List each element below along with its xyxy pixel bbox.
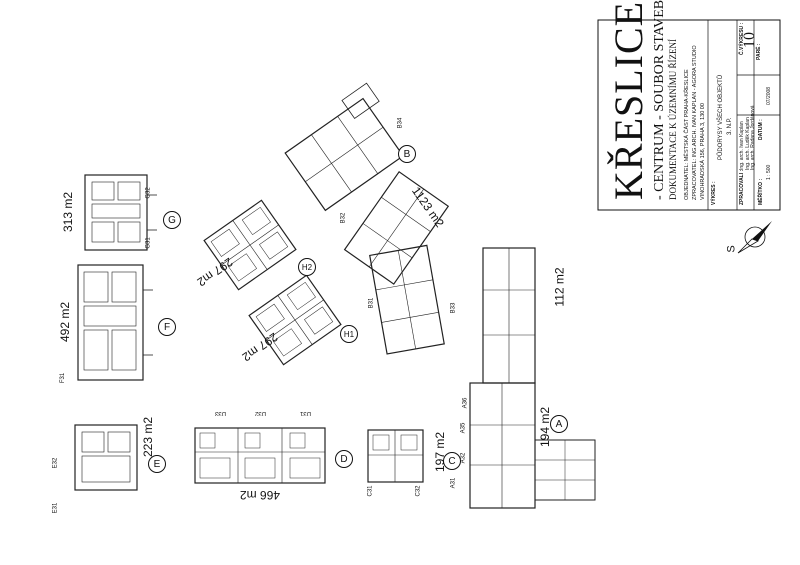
title-block-frame (597, 19, 781, 211)
floor-label: 3. N.P. (727, 117, 733, 135)
unit-tag-b31: B31 (368, 297, 375, 309)
building-marker-f: F (158, 318, 176, 336)
building-marker-h2: H2 (298, 258, 316, 276)
area-building-a: 194 m2 (538, 406, 553, 448)
unit-tag-d31: D31 (300, 410, 312, 416)
address-line: VINOHRADSKÁ 156, PRAHA 3, 130 00 (700, 103, 706, 200)
scale-label: MĚŘÍTKO : (758, 178, 764, 205)
unit-tag-b33: B33 (450, 302, 457, 314)
building-marker-d: D (335, 450, 353, 468)
building-h1-plan (248, 274, 342, 366)
document-type: DOKUMENTACE K ÚZEMNÍMU ŘÍZENÍ (668, 38, 678, 200)
unit-tag-e31: E31 (52, 502, 59, 514)
client-line: OBJEDNATEL: MĚSTSKÁ ČÁST PRAHA-KŘESLICE (684, 69, 690, 200)
unit-tag-e32: E32 (52, 457, 59, 469)
team-member-3: Ing. arch. Radana Jordánová (750, 105, 756, 171)
sheet-label: PARÉ : (756, 43, 762, 60)
unit-tag-a36: A36 (462, 397, 469, 409)
date-label: DATUM : (758, 119, 764, 140)
area-building-a-wing: 112 m2 (552, 267, 567, 307)
drawing-name: PŮDORYSY VŠECH OBJEKTŮ (718, 74, 724, 160)
scale-value: 1 : 500 (766, 164, 772, 180)
building-g-plan (84, 174, 157, 251)
unit-tag-a35: A35 (460, 422, 467, 434)
north-arrow-label: S (725, 245, 738, 253)
unit-tag-c32: C32 (415, 485, 422, 497)
building-marker-a: A (550, 415, 568, 433)
project-title: KŘESLICE (606, 0, 651, 200)
unit-tag-d32: D32 (255, 410, 267, 416)
building-marker-g: G (163, 211, 181, 229)
building-f-plan (77, 264, 153, 381)
designer-line: ZPRACOVATEL: ING.ARCH. IVAN KAPLAN - AGO… (692, 45, 698, 200)
building-h2-plan (203, 199, 297, 291)
building-marker-c: C (443, 452, 461, 470)
building-d-plan (194, 427, 326, 484)
building-marker-e: E (148, 455, 166, 473)
unit-tag-d33: D33 (215, 410, 227, 416)
team-label: ZPRACOVALI : (739, 169, 745, 205)
building-marker-h1: H1 (340, 325, 358, 343)
date-value: 07/2008 (766, 86, 772, 105)
area-building-e: 223 m2 (141, 416, 156, 458)
unit-tag-b32: B32 (340, 212, 347, 224)
building-a-plan (469, 247, 596, 509)
unit-tag-b34: B34 (397, 117, 404, 129)
north-arrow-icon (737, 221, 772, 254)
area-building-c: 197 m2 (433, 431, 448, 473)
unit-tag-c31: C31 (367, 485, 374, 497)
area-building-f: 492 m2 (58, 301, 73, 343)
building-c-plan (367, 429, 424, 483)
area-building-d: 466 m2 (240, 488, 281, 502)
unit-tag-g31: G31 (145, 237, 152, 249)
building-e-plan (74, 424, 138, 491)
unit-tag-a31: A31 (450, 477, 457, 489)
building-marker-b: B (398, 145, 416, 163)
building-b-plan (284, 82, 450, 355)
unit-tag-a32: A32 (460, 452, 467, 464)
unit-tag-f31: F31 (60, 372, 67, 384)
area-building-g: 313 m2 (61, 191, 76, 233)
drawing-label: VÝKRES : (711, 181, 717, 205)
unit-tag-g32: G32 (145, 187, 152, 199)
project-subtitle: - CENTRUM - SOUBOR STAVEB (652, 0, 667, 200)
